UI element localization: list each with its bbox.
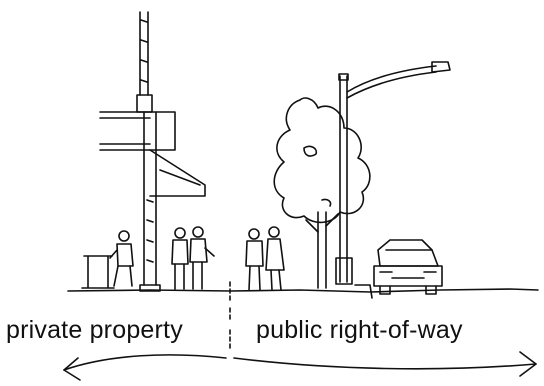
pedestrians — [246, 227, 284, 290]
private-property-label: private property — [6, 316, 183, 345]
public-right-of-way-label: public right-of-way — [256, 316, 463, 345]
seated-person — [110, 231, 133, 286]
street-tree — [274, 98, 370, 288]
parked-car — [374, 240, 442, 294]
building-pole — [100, 12, 205, 291]
private-property-arrow — [64, 355, 226, 380]
ground-line — [68, 289, 538, 292]
public-right-of-way-arrow — [234, 352, 536, 376]
standing-people-pair — [172, 227, 214, 289]
cafe-table — [82, 256, 114, 288]
